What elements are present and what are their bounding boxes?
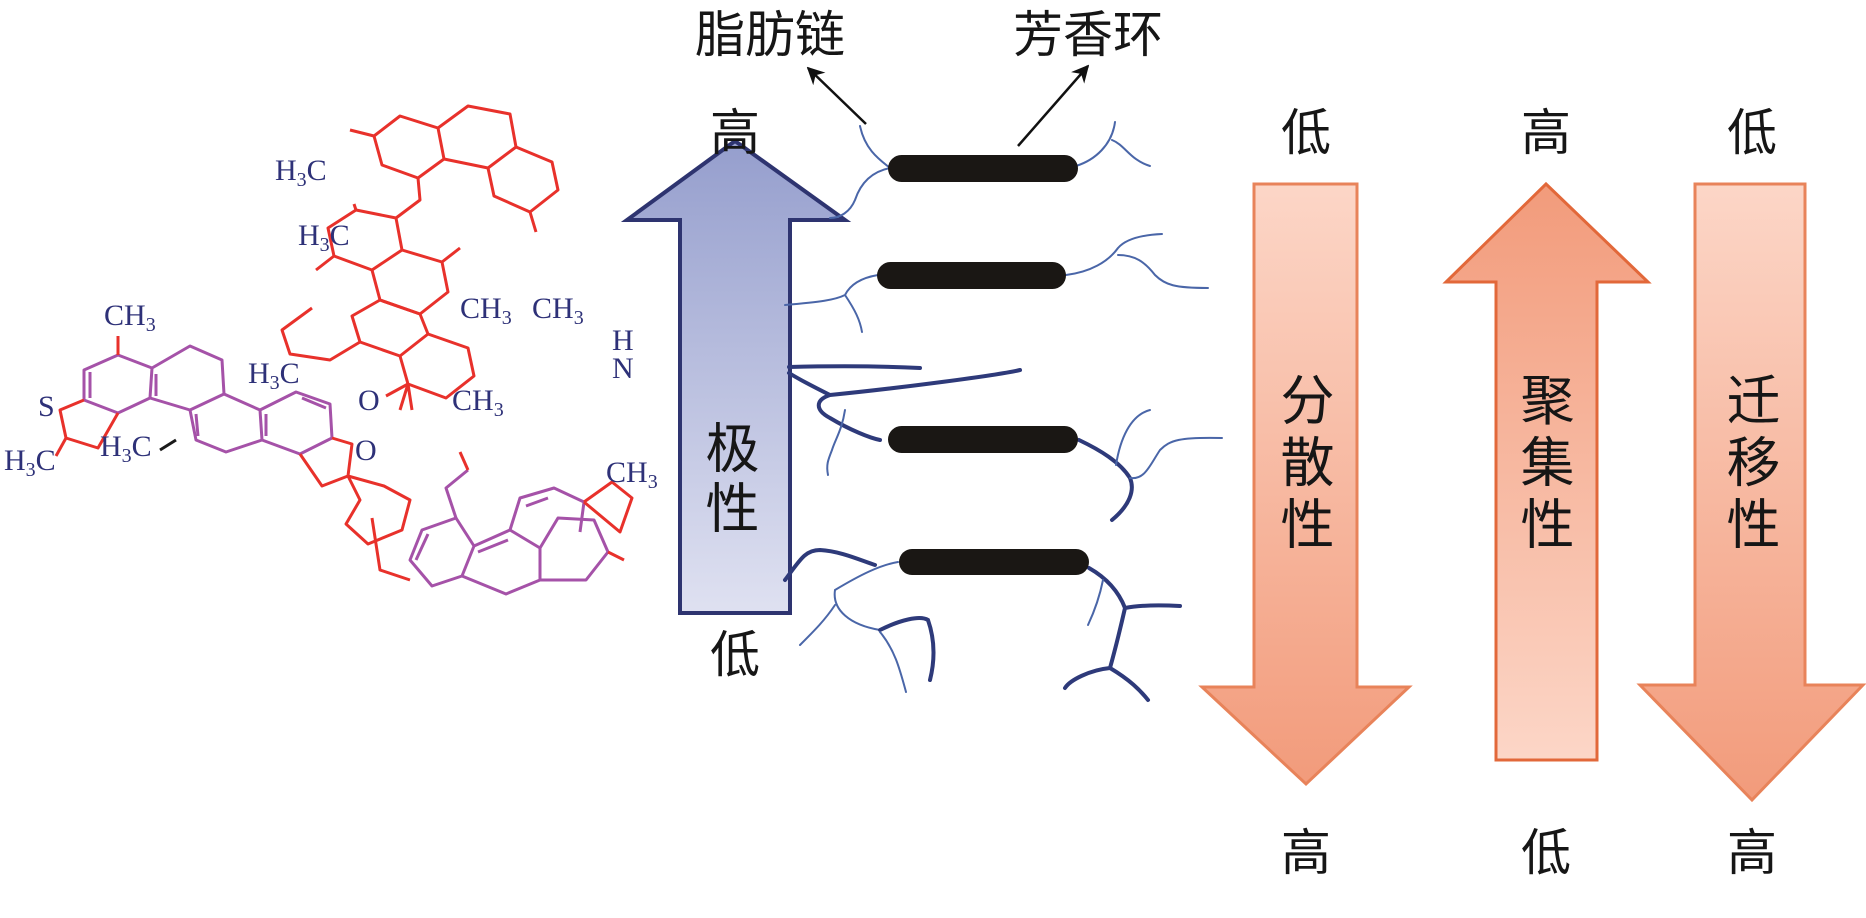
aromatic-ring-label: 芳香环	[1013, 6, 1163, 64]
aggregation-text: 聚集性	[1511, 372, 1574, 558]
hydrogen-label: H	[612, 324, 634, 357]
aliphatic-rings	[280, 104, 560, 411]
oxygen-label-1: O	[355, 434, 377, 467]
migration-top-label: 低	[1727, 104, 1777, 162]
aromatic-sheet-4	[899, 549, 1089, 575]
aromatic-rings-left	[82, 344, 334, 456]
aromatic-sheet-3	[888, 426, 1078, 453]
dispersibility-bottom-label: 高	[1281, 824, 1331, 882]
atom-labels: H3C H3C CH3 CH3 H3C CH3 S H3C H3C O O CH…	[4, 154, 658, 493]
migration-bottom-label: 高	[1727, 824, 1777, 882]
aliphatic-chain-label: 脂肪链	[695, 6, 845, 64]
methyl-label-8: H3C	[100, 430, 152, 467]
methyl-label-5: H3C	[248, 357, 300, 394]
aromatic-pointer-arrow	[1017, 64, 1090, 147]
dispersibility-text: 分散性	[1271, 372, 1334, 558]
aromatic-sheet-1	[888, 155, 1078, 182]
aromatic-sheet-2	[877, 262, 1066, 289]
methyl-label-10: CH3	[606, 456, 658, 493]
sulfur-label: S	[38, 390, 55, 423]
aggregation-top-label: 高	[1521, 104, 1571, 162]
polarity-text: 极性	[696, 420, 759, 540]
aggregation-bottom-label: 低	[1521, 824, 1571, 882]
heteroatom-rings-right	[370, 451, 634, 582]
dispersibility-top-label: 低	[1281, 104, 1331, 162]
methyl-label-4: CH3	[532, 292, 584, 329]
polarity-low-label: 低	[710, 626, 760, 684]
methyl-label-1: H3C	[275, 154, 327, 191]
molecule-structure: H3C H3C CH3 CH3 H3C CH3 S H3C H3C O O CH…	[4, 104, 658, 596]
dispersibility-arrow: 低 高	[1198, 104, 1413, 882]
nitrogen-label: N	[612, 352, 634, 385]
aliphatic-pointer-arrow	[806, 66, 867, 125]
methyl-label-6: CH3	[104, 299, 156, 336]
callouts: 脂肪链 芳香环	[695, 6, 1163, 147]
methyl-label-2: H3C	[298, 219, 350, 256]
aliphatic-chains	[783, 121, 1223, 702]
polarity-arrow: 高 极性 低	[620, 104, 852, 684]
heteroatom-rings-left	[54, 336, 412, 546]
methyl-label-7: H3C	[4, 444, 56, 481]
methyl-label-3: CH3	[460, 292, 512, 329]
aggregation-arrow: 高 低	[1442, 104, 1652, 882]
aromatic-rings-right	[408, 468, 610, 596]
migration-text: 迁移性	[1717, 372, 1780, 558]
migration-arrow: 低 高	[1636, 104, 1866, 882]
aromatic-sheets	[877, 155, 1089, 575]
methyl-label-9: CH3	[452, 384, 504, 421]
oxygen-label-2: O	[358, 384, 380, 417]
polarity-high-label: 高	[710, 104, 760, 162]
